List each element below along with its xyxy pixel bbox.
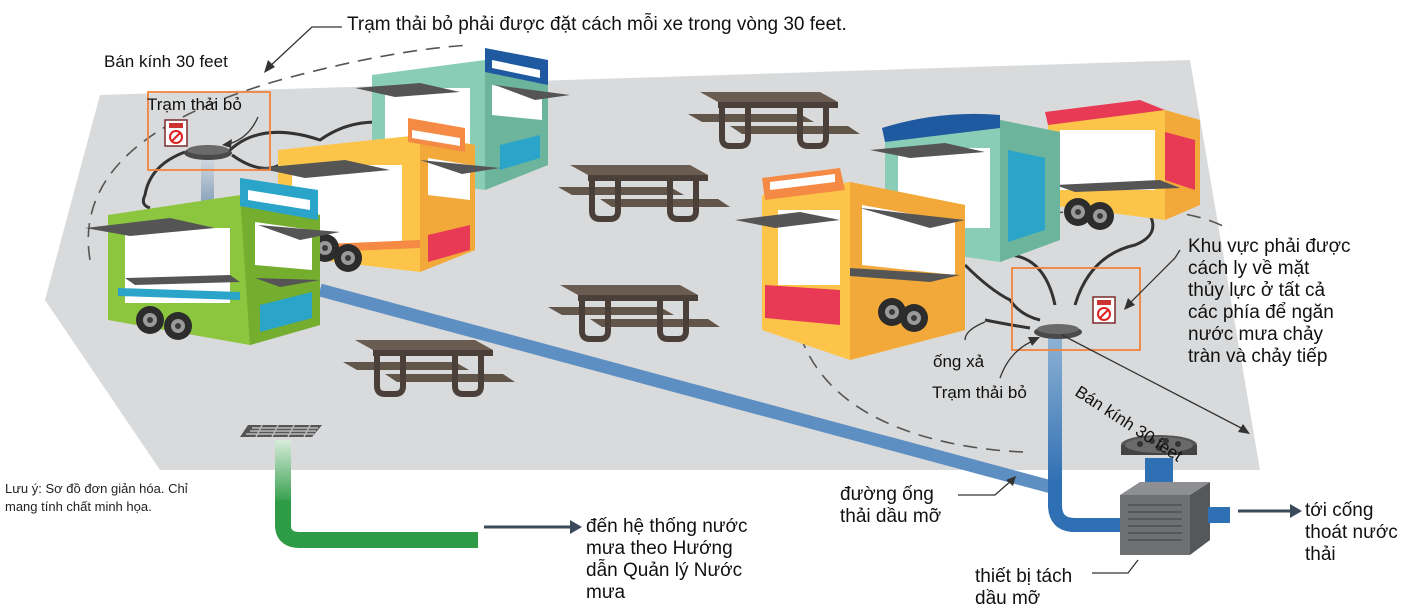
storm-drain-grate xyxy=(240,424,322,438)
storm-pipe-elbow xyxy=(275,500,478,548)
radius-arrow-right xyxy=(1061,334,1246,431)
callout-arrowhead xyxy=(1238,424,1250,434)
callout-line-top xyxy=(267,26,342,69)
disclaimer: Lưu ý: Sơ đồ đơn giản hóa. Chỉ mang tính… xyxy=(5,481,188,514)
callout-arrowhead xyxy=(1006,476,1016,486)
food-truck-orange xyxy=(735,168,965,360)
food-truck-yellow xyxy=(258,118,500,272)
callout-arrowhead xyxy=(1124,298,1135,310)
no-drain-icon xyxy=(164,119,188,147)
arrow-right-icon xyxy=(1238,504,1302,518)
callout-arrowhead xyxy=(1028,337,1040,346)
food-truck-yellow-right xyxy=(1045,100,1200,230)
callout-line-isolation xyxy=(1127,249,1181,306)
storm-pipe-drop xyxy=(275,440,291,505)
callout-arrowhead xyxy=(222,139,232,148)
stormwater-label: đến hệ thống nước mưa theo Hướng dẫn Quả… xyxy=(586,516,748,603)
grease-pipe-elbow xyxy=(1048,480,1128,532)
sewer-label: tới cống thoát nước thải xyxy=(1305,500,1398,565)
grease-pipe-drop-right xyxy=(1048,335,1062,485)
no-drain-icon xyxy=(1092,296,1116,324)
drain-hose xyxy=(963,263,1041,322)
radius-arc-right-bottom xyxy=(799,334,1031,453)
radius-label-left: Bán kính 30 feet xyxy=(104,52,228,71)
top-note: Trạm thải bỏ phải được đặt cách mỗi xe t… xyxy=(347,14,847,35)
isolation-note: Khu vực phải được cách ly về mặt thủy lự… xyxy=(1188,236,1351,367)
food-truck-green xyxy=(85,178,340,345)
drain-hose xyxy=(1073,214,1155,306)
callout-line-grease xyxy=(958,479,1013,496)
radius-arc-left xyxy=(87,44,471,261)
callout-arrowhead xyxy=(264,60,275,73)
disposal-station-left xyxy=(147,91,271,171)
station-box-left xyxy=(147,91,271,171)
disposal-station-right xyxy=(1011,267,1141,351)
station-box-right xyxy=(1011,267,1141,351)
grease-pipe-drop-left xyxy=(201,160,214,202)
grease-interceptor xyxy=(1120,435,1230,555)
station-label-left: Trạm thải bỏ xyxy=(147,95,242,114)
grease-line-label: đường ống thải dầu mỡ xyxy=(840,484,942,527)
grease-pipe-horizontal xyxy=(318,283,1057,495)
drain-hose xyxy=(141,150,186,210)
arrow-right-icon xyxy=(484,520,582,534)
station-label-right: Trạm thải bỏ xyxy=(932,383,1027,402)
callout-line-interceptor xyxy=(1092,559,1139,574)
interceptor-label: thiết bị tách dầu mỡ xyxy=(975,566,1073,609)
drain-hose-label: ống xả xyxy=(933,352,985,371)
callout-line-hose xyxy=(964,321,986,341)
drain-hose xyxy=(984,318,1031,330)
